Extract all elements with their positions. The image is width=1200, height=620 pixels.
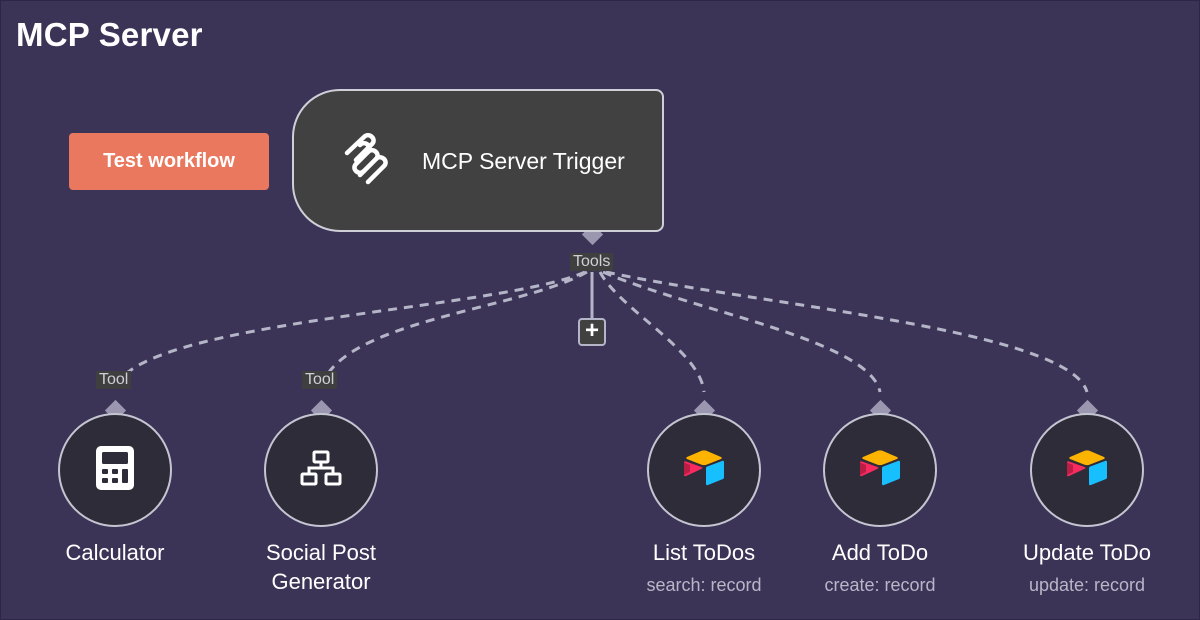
wire-update-todo [605,270,1089,393]
add-tool-button[interactable]: + [578,318,606,346]
mcp-server-trigger-node[interactable]: MCP Server Trigger [292,89,664,232]
update-todo-name: Update ToDo [1022,540,1151,565]
airtable-icon [858,449,902,492]
wire-add-todo [602,270,882,393]
calculator-name: Calculator [65,540,165,565]
social-post-generator-node[interactable] [264,413,378,527]
social-post-port-label: Tool [302,371,338,389]
update-todo-node[interactable] [1030,413,1144,527]
test-workflow-button[interactable]: Test workflow [69,133,269,190]
update-todo-subtitle: update: record [1028,575,1146,595]
airtable-icon [682,449,726,492]
list-todos-subtitle: search: record [646,575,762,595]
airtable-icon [1065,449,1109,492]
list-todos-name: List ToDos [652,540,756,565]
list-todos-node[interactable] [647,413,761,527]
mcp-icon [344,133,392,190]
wire-calculator [113,270,586,389]
add-todo-subtitle: create: record [824,575,936,595]
trigger-label: MCP Server Trigger [422,148,625,174]
page-title: MCP Server [16,16,203,53]
calculator-icon [95,445,135,496]
add-todo-name: Add ToDo [831,540,929,565]
wire-social-post [319,270,588,389]
add-todo-node[interactable] [823,413,937,527]
tools-port-label: Tools [570,253,614,271]
calculator-node[interactable] [58,413,172,527]
calculator-port-label: Tool [96,371,132,389]
sitemap-icon [300,450,342,491]
wire-list-todos [598,271,706,393]
social-post-generator-name: Social Post Generator [265,540,377,594]
